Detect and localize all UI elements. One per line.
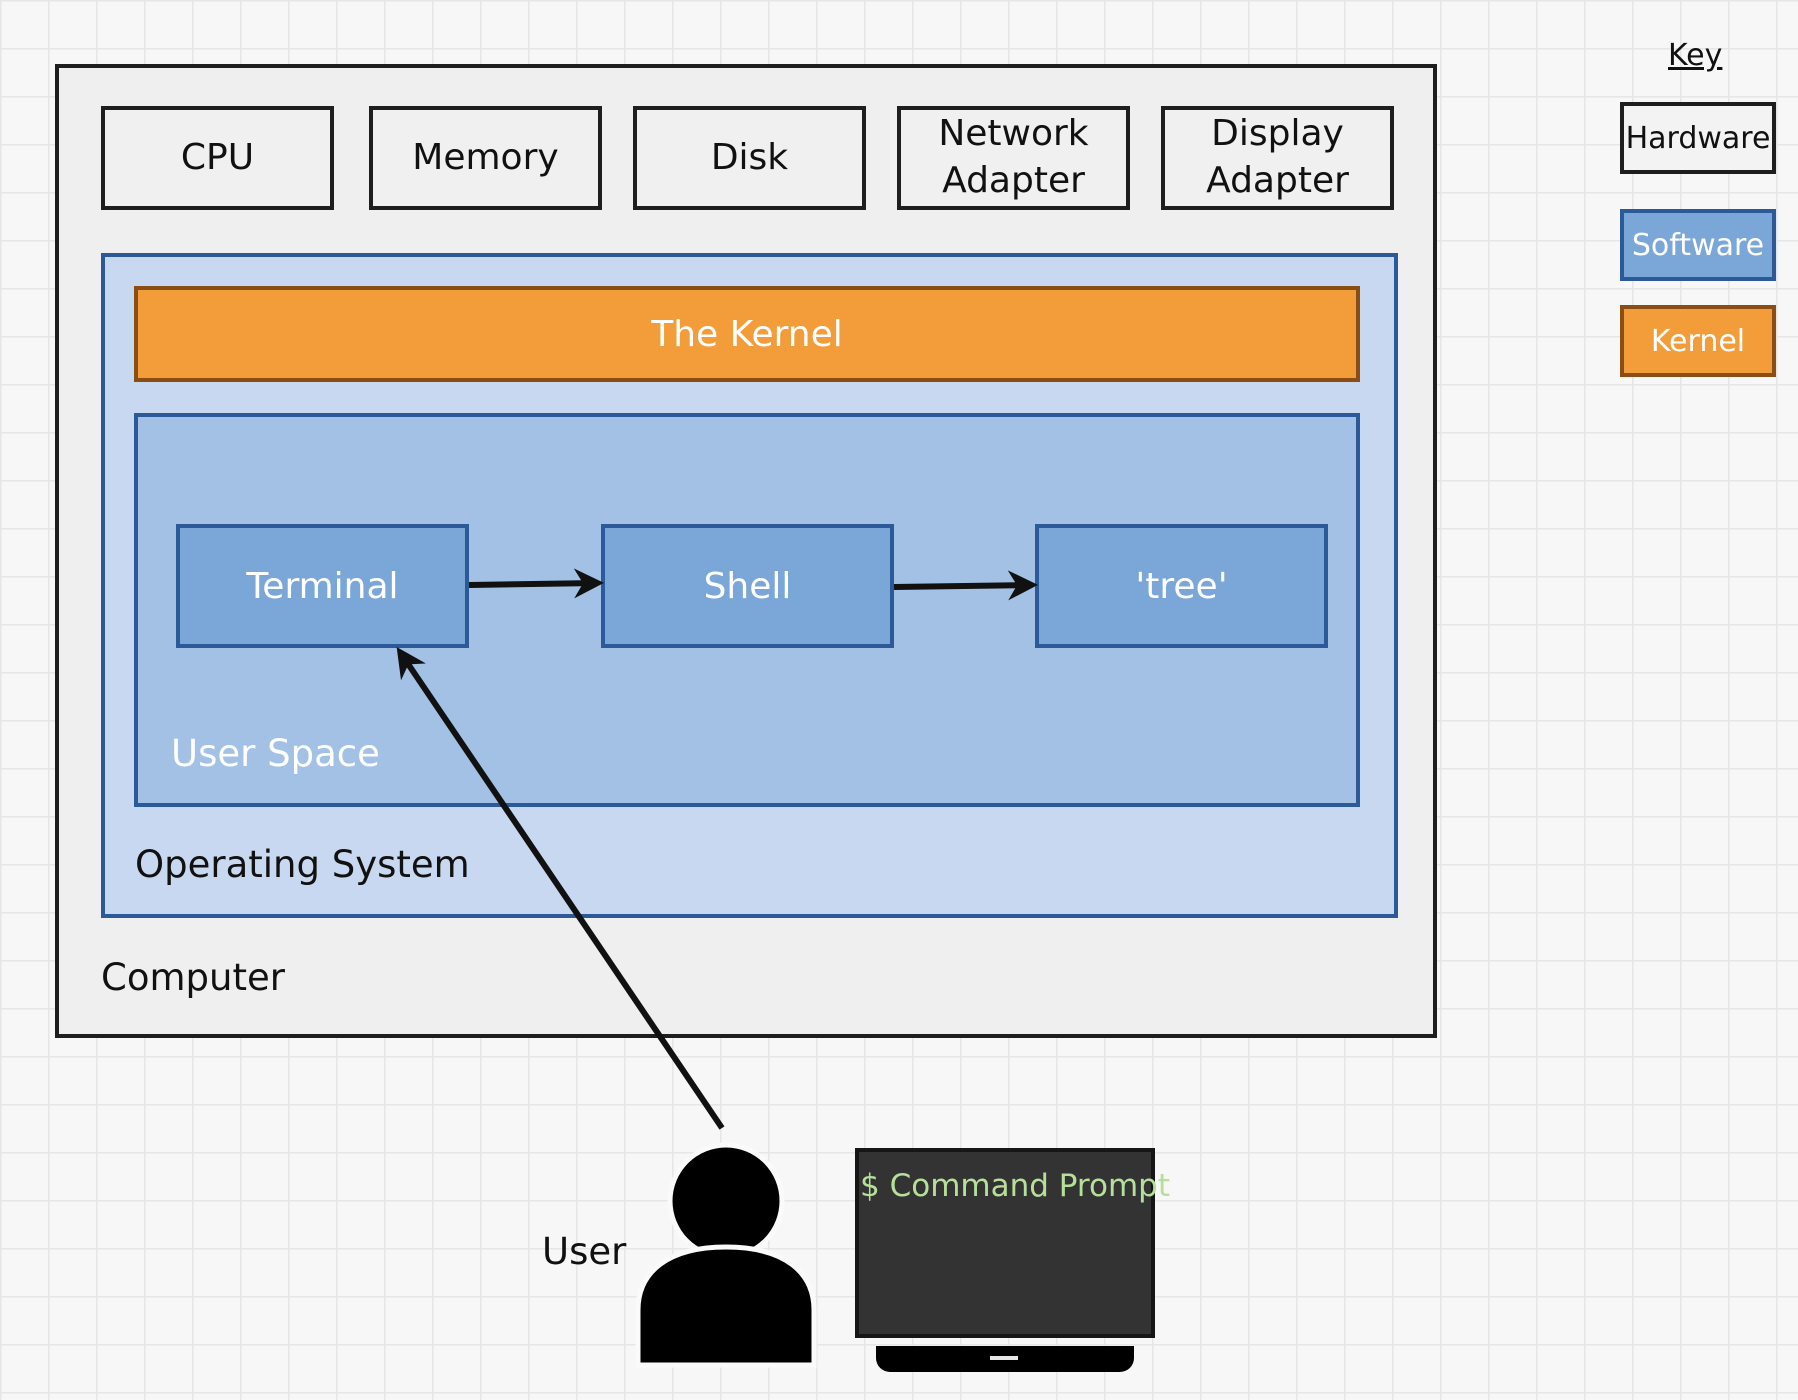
- disk-label: Disk: [710, 136, 789, 178]
- key-software-label: Software: [1631, 227, 1765, 263]
- key-hardware-label: Hardware: [1625, 120, 1771, 156]
- shell-to-tree-arrow: [893, 570, 1038, 601]
- computer-label: Computer: [101, 956, 285, 999]
- memory-label: Memory: [412, 136, 559, 178]
- terminal-to-shell-arrow: [468, 568, 604, 599]
- user-space-label: User Space: [171, 732, 380, 775]
- operating-system-label: Operating System: [135, 843, 470, 886]
- terminal-label: Terminal: [246, 565, 399, 607]
- kernel-label: The Kernel: [651, 313, 843, 355]
- key-software-box: Software: [1620, 209, 1776, 281]
- display-adapter-label-line1: Display: [1211, 113, 1344, 155]
- key-kernel-box: Kernel: [1620, 305, 1776, 377]
- key-hardware-box: Hardware: [1620, 102, 1776, 174]
- shell-label: Shell: [703, 565, 792, 607]
- user-to-terminal-arrow: [396, 647, 725, 1130]
- disk-box: Disk: [633, 106, 866, 210]
- command-prompt-screen: [855, 1148, 1155, 1338]
- display-adapter-box: Display Adapter: [1161, 106, 1394, 210]
- terminal-box: Terminal: [176, 524, 469, 648]
- network-adapter-label-line1: Network: [938, 113, 1089, 155]
- monitor-stand-notch: [990, 1356, 1018, 1360]
- user-label: User: [542, 1230, 627, 1273]
- display-adapter-label-line2: Adapter: [1206, 160, 1349, 201]
- cpu-label: CPU: [180, 136, 255, 178]
- cpu-box: CPU: [101, 106, 334, 210]
- user-icon: [635, 1142, 817, 1368]
- key-title: Key: [1668, 38, 1723, 73]
- command-prompt-text: $ Command Prompt: [860, 1168, 1170, 1204]
- memory-box: Memory: [369, 106, 602, 210]
- network-adapter-box: Network Adapter: [897, 106, 1130, 210]
- tree-label: 'tree': [1135, 565, 1228, 607]
- key-kernel-label: Kernel: [1650, 323, 1746, 359]
- kernel-box: The Kernel: [134, 286, 1360, 382]
- tree-box: 'tree': [1035, 524, 1328, 648]
- network-adapter-label-line2: Adapter: [942, 160, 1085, 201]
